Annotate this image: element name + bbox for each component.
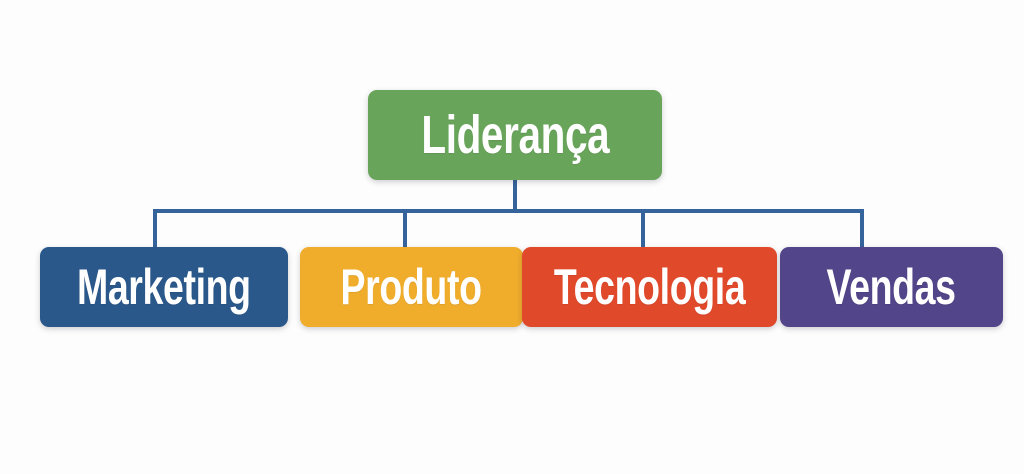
connector-group <box>153 180 864 247</box>
org-node-produto-label: Produto <box>340 259 483 315</box>
org-node-vendas-label: Vendas <box>826 259 957 315</box>
org-node-produto: Produto <box>300 247 523 327</box>
org-node-lideranca: Liderança <box>368 90 662 180</box>
org-node-tecnologia-label: Tecnologia <box>553 259 746 315</box>
org-node-marketing: Marketing <box>40 247 288 327</box>
org-node-marketing-label: Marketing <box>77 259 251 315</box>
org-node-vendas: Vendas <box>780 247 1003 327</box>
org-node-tecnologia: Tecnologia <box>522 247 777 327</box>
org-node-lideranca-label: Liderança <box>421 105 609 165</box>
